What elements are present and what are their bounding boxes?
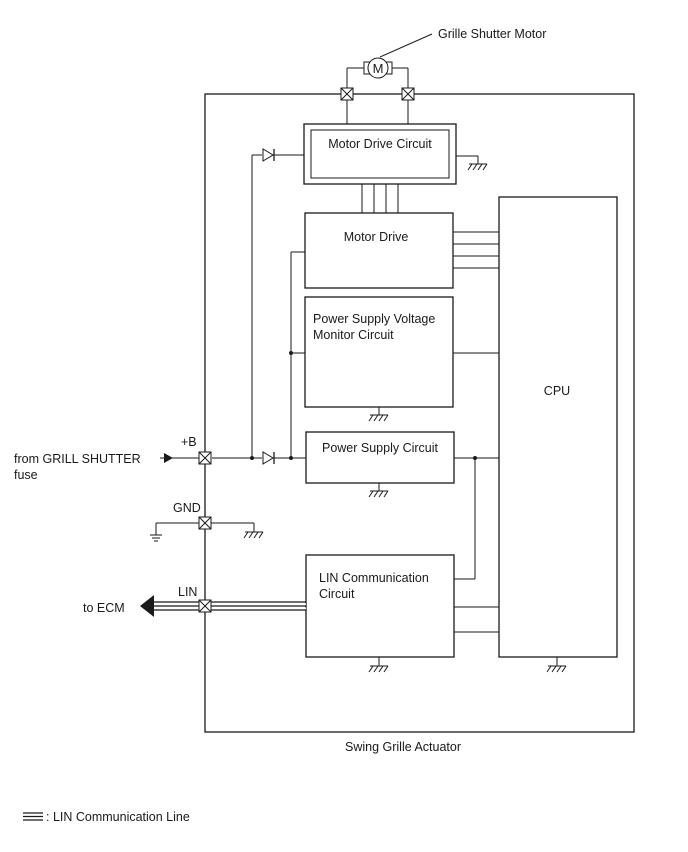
diode-lower	[262, 451, 275, 465]
from-fuse-label-line1: from GRILL SHUTTER	[14, 452, 141, 466]
motor-drive-label: Motor Drive	[344, 230, 409, 244]
ground-cpu	[546, 665, 567, 673]
grille-shutter-motor-label: Grille Shutter Motor	[438, 27, 546, 41]
motor-drive-links	[361, 184, 399, 213]
power-supply-circuit-label: Power Supply Circuit	[322, 441, 439, 455]
gnd-label: GND	[173, 501, 201, 515]
ground-gnd-terminal	[243, 531, 264, 539]
motor-drive-circuit-label: Motor Drive Circuit	[328, 137, 432, 151]
psv-monitor-box	[304, 296, 454, 408]
connector-lin	[198, 599, 212, 613]
motor-drive-circuit-box	[303, 123, 457, 185]
lin-comm-circuit-box	[305, 554, 455, 658]
lin-comm-label-line2: Circuit	[319, 587, 355, 601]
actuator-box	[204, 93, 635, 733]
grille-shutter-motor	[346, 33, 433, 124]
lin-label: LIN	[178, 585, 197, 599]
ground-lin-comm	[368, 665, 389, 673]
lin-comm-label-line1: LIN Communication	[319, 571, 429, 585]
actuator-label: Swing Grille Actuator	[345, 740, 461, 754]
from-fuse-label-line2: fuse	[14, 468, 38, 482]
lin-communication-line	[152, 601, 306, 611]
motor-connector-right	[401, 87, 415, 101]
to-ecm-label: to ECM	[83, 601, 125, 615]
connector-gnd	[198, 516, 212, 530]
motor-drive-circuit-inner-box	[310, 129, 450, 179]
motor-drive-box	[304, 212, 454, 289]
ground-psv-monitor	[368, 414, 389, 422]
connector-plus-b	[198, 451, 212, 465]
plus-b-label: +B	[181, 435, 197, 449]
diode-upper	[262, 148, 275, 162]
plus-b-arrow	[164, 453, 173, 463]
to-ecm-arrow	[140, 595, 154, 617]
power-supply-circuit-box	[305, 431, 455, 484]
cpu-label: CPU	[544, 384, 570, 398]
motor-connector-left	[340, 87, 354, 101]
legend-label: : LIN Communication Line	[46, 810, 190, 824]
gnd-wiring	[150, 522, 255, 542]
motor-drive-to-cpu-lines	[453, 231, 499, 269]
ground-motor-drive-circuit	[467, 163, 488, 171]
plus-b-wiring	[212, 154, 306, 459]
motor-symbol: M	[373, 61, 384, 76]
psv-monitor-label-line1: Power Supply Voltage	[313, 312, 435, 326]
cpu-box	[498, 196, 618, 658]
psv-monitor-label-line2: Monitor Circuit	[313, 328, 394, 342]
legend-lin-line-icon	[23, 812, 43, 821]
ground-power-supply	[368, 490, 389, 498]
